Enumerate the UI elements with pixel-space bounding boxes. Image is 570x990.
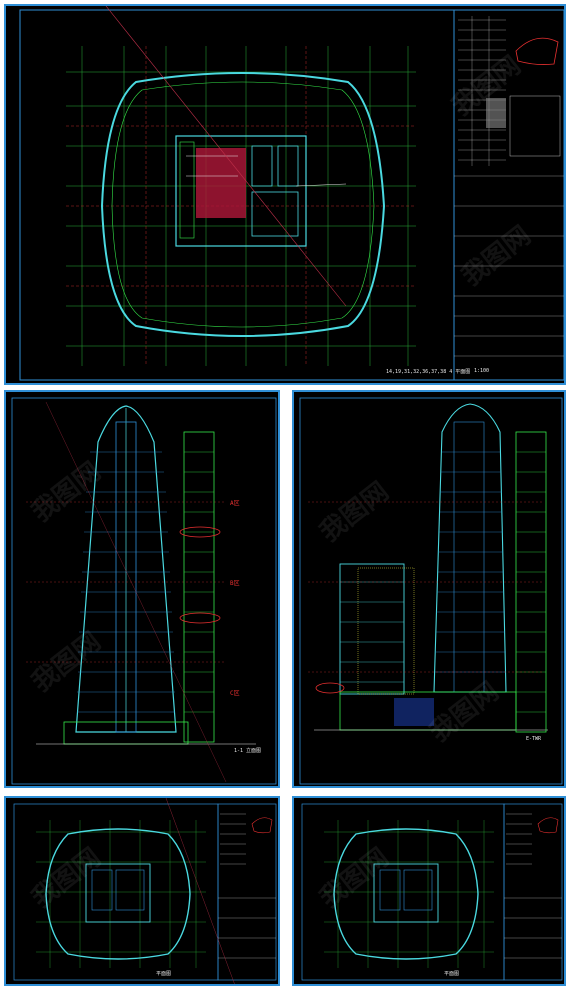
- elevation-zone-c: C区: [230, 690, 240, 697]
- bottom-left-plan-caption: 平面图: [156, 971, 172, 977]
- left-elevation-sheet: A区 B区 C区 1-1 立面图 我图网 我图网: [4, 390, 280, 788]
- elevation-zone-b: B区: [230, 580, 240, 587]
- bottom-left-plan-drawing: [13, 798, 277, 984]
- right-elevation-drawing: [299, 397, 563, 785]
- bottom-right-plan-caption: 平面图: [444, 971, 460, 977]
- left-elevation-caption: 1-1 立面图: [234, 748, 262, 754]
- bottom-left-plan-sheet: 平面图 我图网: [4, 796, 280, 986]
- left-elevation-drawing: [11, 397, 277, 785]
- top-plan-scale: 1:100: [474, 368, 490, 374]
- bottom-right-plan-drawing: [301, 803, 563, 981]
- top-plan-sheet: 14,19,31,32,36,37,38 4 平面图 1:100 我图网 我图网: [4, 4, 566, 385]
- bottom-right-plan-sheet: 平面图 我图网: [292, 796, 566, 986]
- right-elevation-caption: E-TWR: [526, 736, 542, 742]
- elevation-zone-a: A区: [230, 500, 240, 507]
- top-plan-drawing: [19, 6, 564, 381]
- top-plan-caption: 14,19,31,32,36,37,38 4 平面图: [386, 369, 471, 375]
- right-elevation-sheet: E-TWR 我图网 我图网: [292, 390, 566, 788]
